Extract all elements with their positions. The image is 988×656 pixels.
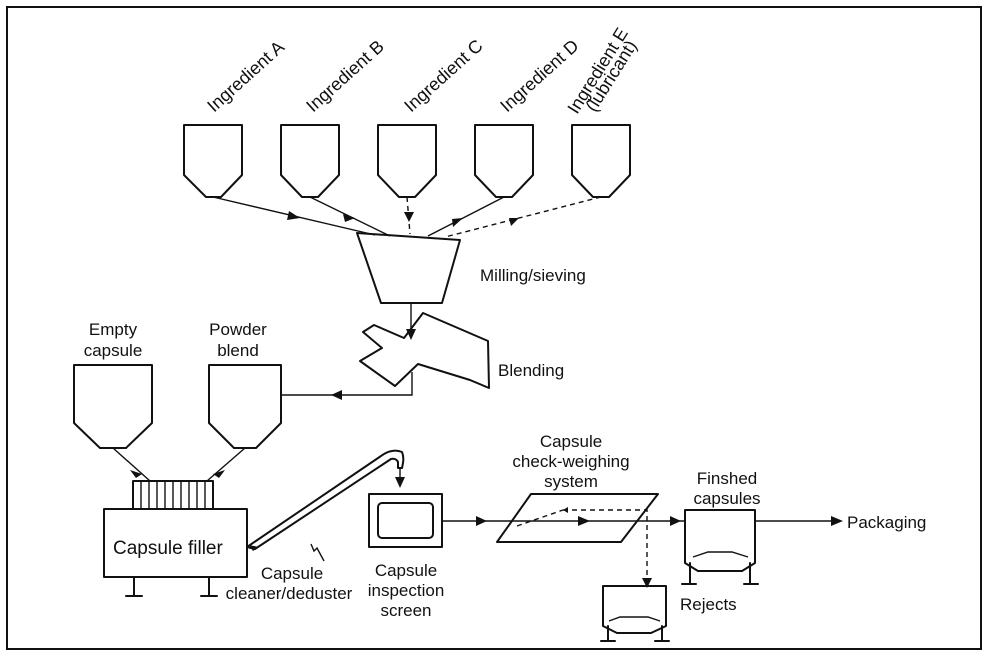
diagram-frame xyxy=(6,6,982,650)
hopper-c xyxy=(377,124,437,198)
checkweigh-label-line3: system xyxy=(544,472,598,491)
finished-capsules-label-line1: Finshed xyxy=(697,469,757,488)
ingredient-c-label: Ingredient C xyxy=(400,35,486,115)
finished-capsules-label-line2: capsules xyxy=(693,489,760,508)
empty-capsule-label-line2: capsule xyxy=(84,341,143,360)
ingredient-hoppers xyxy=(183,124,631,198)
checkweigh-label-line1: Capsule xyxy=(540,432,602,451)
checkweigh-label-line2: check-weighing xyxy=(512,452,629,471)
cleaner-label-line1: Capsule xyxy=(261,564,323,583)
packaging-label: Packaging xyxy=(847,513,926,532)
empty-capsule-hopper xyxy=(73,364,153,449)
capsule-cleaner-deduster xyxy=(246,449,405,550)
inspection-label-line3: screen xyxy=(380,601,431,620)
capsule-inspection-screen xyxy=(368,493,443,548)
cleaner-label-line2: cleaner/deduster xyxy=(226,584,353,603)
ingredient-labels: Ingredient A Ingredient B Ingredient C I… xyxy=(203,24,641,117)
cleaner-pointer xyxy=(310,543,325,562)
milling-sieving-unit xyxy=(356,232,461,304)
ingredient-b-label: Ingredient B xyxy=(302,36,388,116)
inspection-label-line1: Capsule xyxy=(375,561,437,580)
ingredient-a-label: Ingredient A xyxy=(203,37,288,116)
inspection-label-line2: inspection xyxy=(368,581,445,600)
blending-unit xyxy=(359,312,490,389)
powder-blend-label-line1: Powder xyxy=(209,320,267,339)
hopper-a xyxy=(183,124,243,198)
milling-sieving-label: Milling/sieving xyxy=(480,266,586,285)
finished-capsules-hopper xyxy=(684,509,756,572)
rejects-label: Rejects xyxy=(680,595,737,614)
blending-label: Blending xyxy=(498,361,564,380)
rejects-hopper xyxy=(602,585,667,634)
capsule-filler-unit xyxy=(103,480,248,597)
powder-blend-label-line2: blend xyxy=(217,341,259,360)
capsule-filler-label: Capsule filler xyxy=(113,538,223,559)
empty-capsule-label-line1: Empty xyxy=(89,320,138,339)
hopper-e xyxy=(571,124,631,198)
hopper-b xyxy=(280,124,340,198)
ingredient-feed-lines xyxy=(212,196,602,238)
hopper-d xyxy=(474,124,534,198)
checkweigh-platform xyxy=(496,493,659,543)
powder-blend-hopper xyxy=(208,364,282,449)
